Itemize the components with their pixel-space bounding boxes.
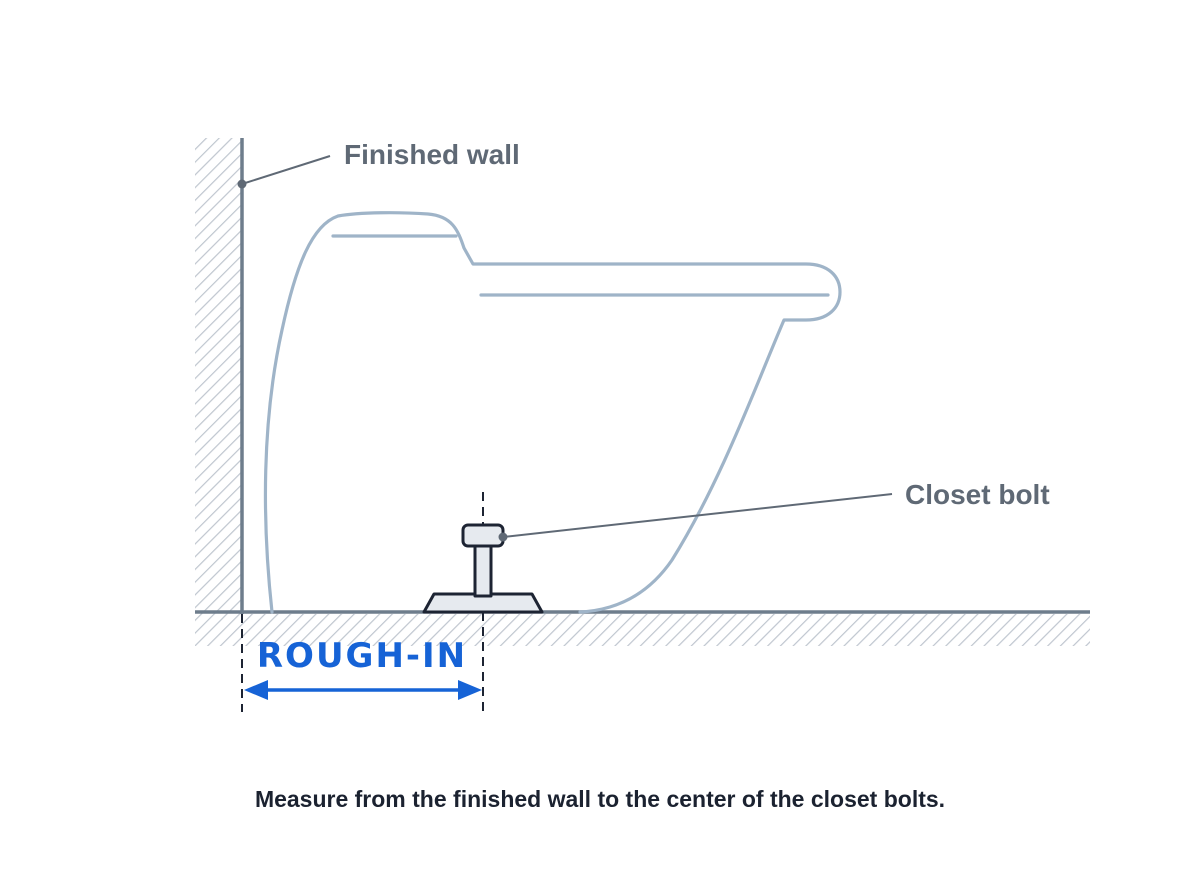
- closet-bolt-icon: [422, 523, 544, 614]
- toilet-outline-icon: [263, 211, 842, 614]
- finished-wall-label: Finished wall: [344, 139, 520, 170]
- wall-hatch: [195, 138, 241, 614]
- double-arrow-icon: [244, 680, 482, 700]
- rough-in-label: ROUGH-IN: [257, 636, 467, 676]
- floor-hatch: [195, 614, 1090, 646]
- finished-wall-callout: Finished wall: [237, 139, 520, 189]
- caption: Measure from the finished wall to the ce…: [254, 786, 946, 812]
- closet-bolt-callout: Closet bolt: [498, 479, 1050, 542]
- closet-bolt-label: Closet bolt: [905, 479, 1050, 510]
